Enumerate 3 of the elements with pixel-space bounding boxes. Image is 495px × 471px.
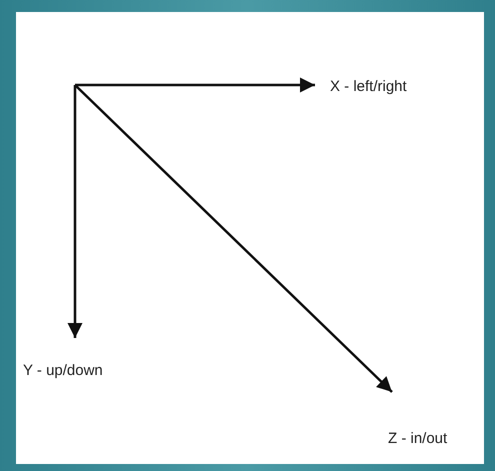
axis-label: X - left/right <box>330 78 407 95</box>
axis-label: Y - up/down <box>23 362 103 379</box>
axis-label: Z - in/out <box>388 430 448 447</box>
